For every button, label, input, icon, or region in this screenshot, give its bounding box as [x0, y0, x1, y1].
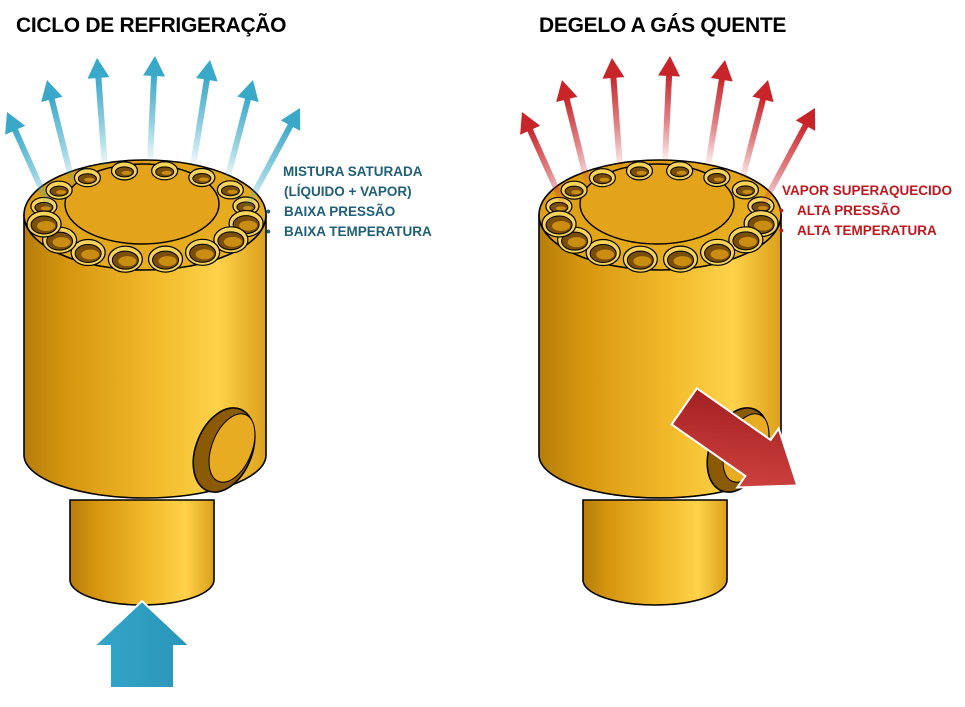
right-heading: VAPOR SUPERAQUECIDO — [782, 183, 953, 198]
outflow-arrow — [242, 108, 301, 212]
orifice-hole — [541, 210, 577, 238]
left-bullet-temperature: BAIXA TEMPERATURA — [284, 224, 432, 239]
orifice-hole — [622, 245, 658, 273]
orifice-hole — [731, 180, 759, 200]
orifice-hole — [216, 180, 244, 200]
outflow-arrow — [739, 80, 774, 181]
orifice-hole — [625, 161, 654, 181]
bullet-glyph: • — [779, 223, 784, 238]
left-heading-line1: MISTURA SATURADA — [283, 164, 423, 179]
orifice-hole — [184, 238, 221, 266]
right-bullet-temperature: ALTA TEMPERATURA — [797, 223, 937, 238]
right-orifice-ring — [541, 161, 779, 273]
right-outflow-arrows — [520, 56, 816, 212]
outflow-arrow — [705, 60, 733, 167]
left-description: MISTURA SATURADA (LÍQUIDO + VAPOR) • BAIX… — [266, 162, 432, 242]
outflow-arrow — [658, 56, 681, 163]
left-orifice-ring — [26, 161, 264, 273]
bullet-glyph: • — [266, 224, 271, 239]
left-bullet-pressure: BAIXA PRESSÃO — [284, 204, 396, 219]
right-panel-title: DEGELO A GÁS QUENTE — [539, 14, 787, 37]
right-inlet-arrow — [670, 386, 799, 489]
orifice-hole — [70, 238, 106, 267]
right-description: VAPOR SUPERAQUECIDO • ALTA PRESSÃO • ALTA … — [777, 181, 952, 241]
outflow-arrow — [556, 80, 591, 186]
left-panel-title: CICLO DE REFRIGERAÇÃO — [16, 14, 287, 37]
orifice-hole — [110, 161, 139, 181]
orifice-hole — [662, 245, 699, 273]
outflow-arrow — [757, 108, 816, 212]
left-inlet-arrow — [91, 599, 193, 689]
outflow-arrow — [520, 112, 568, 210]
orifice-hole — [588, 168, 617, 188]
orifice-hole — [213, 226, 249, 254]
outflow-arrow — [190, 60, 218, 167]
outflow-arrow — [224, 80, 259, 181]
outflow-arrow — [143, 56, 166, 163]
outflow-arrow — [602, 58, 625, 169]
orifice-hole — [728, 226, 764, 254]
orifice-hole — [699, 238, 736, 266]
left-heading-line2: (LÍQUIDO + VAPOR) — [284, 184, 412, 199]
bullet-glyph: • — [266, 204, 271, 219]
orifice-hole — [26, 210, 62, 238]
orifice-hole — [188, 167, 216, 188]
orifice-hole — [703, 167, 731, 188]
outflow-arrow — [5, 112, 53, 210]
right-bullet-pressure: ALTA PRESSÃO — [797, 203, 901, 218]
orifice-hole — [151, 161, 179, 181]
orifice-hole — [666, 161, 694, 181]
left-nozzle-body — [23, 159, 267, 606]
orifice-hole — [585, 238, 621, 267]
orifice-hole — [73, 168, 102, 188]
orifice-hole — [560, 180, 588, 200]
outflow-arrow — [41, 80, 76, 186]
outflow-arrow — [87, 58, 110, 169]
bullet-glyph: • — [779, 203, 784, 218]
orifice-hole — [147, 245, 184, 273]
orifice-hole — [107, 245, 143, 273]
left-outflow-arrows — [5, 56, 301, 212]
orifice-hole — [45, 180, 73, 200]
